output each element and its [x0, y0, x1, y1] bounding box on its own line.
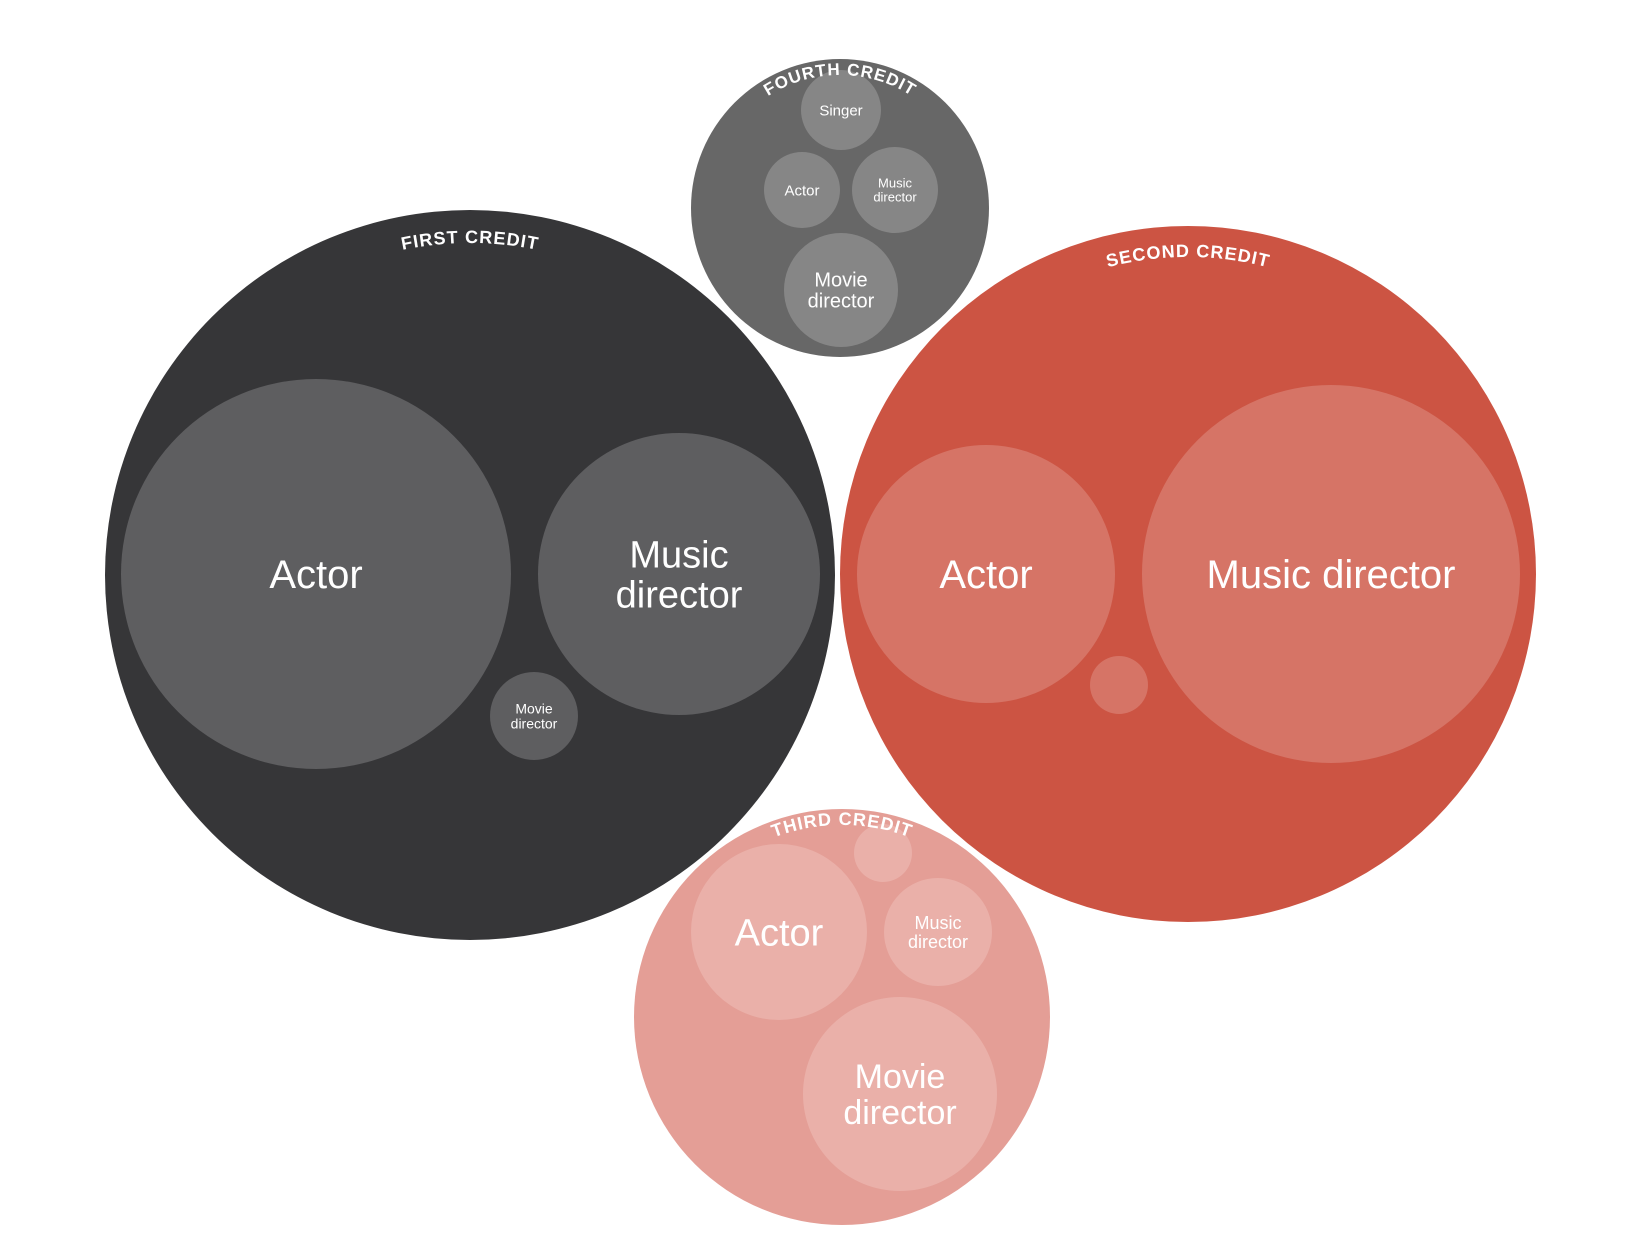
- third-credit-actor-label: Actor: [735, 912, 824, 954]
- third-credit-actor-bubble: [691, 844, 867, 1020]
- second-credit-music-director-label: Music director: [1207, 553, 1456, 597]
- first-credit-music-director-bubble: [538, 433, 820, 715]
- second-credit-actor-label: Actor: [939, 553, 1032, 597]
- fourth-credit-singer-bubble: [801, 70, 881, 150]
- first-credit-actor-label: Actor: [269, 553, 362, 597]
- fourth-credit-singer-label: Singer: [819, 102, 862, 119]
- third-credit-unlabeled-bubble: [854, 824, 912, 882]
- first-credit-actor-bubble: [121, 379, 511, 769]
- second-credit-actor-bubble: [857, 445, 1115, 703]
- third-credit-movie-director-bubble: [803, 997, 997, 1191]
- second-credit-music-director-bubble: [1142, 385, 1520, 763]
- fourth-credit-bubble: [691, 59, 989, 357]
- first-credit-movie-director-bubble: [490, 672, 578, 760]
- second-credit-unlabeled-bubble: [1090, 656, 1148, 714]
- fourth-credit-actor-label: Actor: [784, 182, 819, 199]
- fourth-credit-actor-bubble: [764, 152, 840, 228]
- fourth-credit-movie-director-bubble: [784, 233, 898, 347]
- fourth-credit-music-director-bubble: [852, 147, 938, 233]
- third-credit-music-director-bubble: [884, 878, 992, 986]
